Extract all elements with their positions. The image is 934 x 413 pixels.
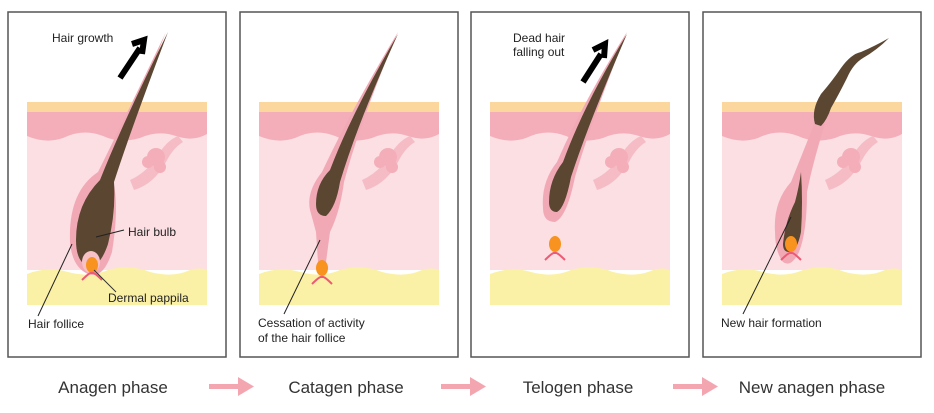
panel-anagen: Hair growth Hair bulb Dermal pappila Hai… (7, 11, 227, 358)
hair-bulb-label: Hair bulb (128, 225, 176, 239)
phase-label-new-anagen: New anagen phase (739, 378, 886, 397)
hair-growth-label: Hair growth (52, 31, 113, 45)
panel-catagen: Cessation of activity of the hair follic… (239, 11, 459, 358)
new-hair-formation-label: New hair formation (721, 316, 822, 330)
panel-new-anagen: New hair formation (702, 11, 922, 358)
dead-hair-label-line1: Dead hair (513, 31, 565, 45)
cessation-label-line2: of the hair follice (258, 331, 346, 345)
cessation-label-line1: Cessation of activity (258, 316, 365, 330)
dermal-papilla-label: Dermal pappila (108, 291, 189, 305)
dead-hair-label-line2: falling out (513, 45, 565, 59)
phase-label-telogen: Telogen phase (523, 378, 634, 397)
phase-label-catagen: Catagen phase (288, 378, 403, 397)
arrow-right-icon (209, 377, 254, 396)
hair-follicle-label: Hair follice (28, 317, 84, 331)
arrow-right-icon (441, 377, 486, 396)
phase-label-anagen: Anagen phase (58, 378, 168, 397)
arrow-right-icon (673, 377, 718, 396)
panel-telogen: Dead hair falling out (470, 11, 690, 358)
